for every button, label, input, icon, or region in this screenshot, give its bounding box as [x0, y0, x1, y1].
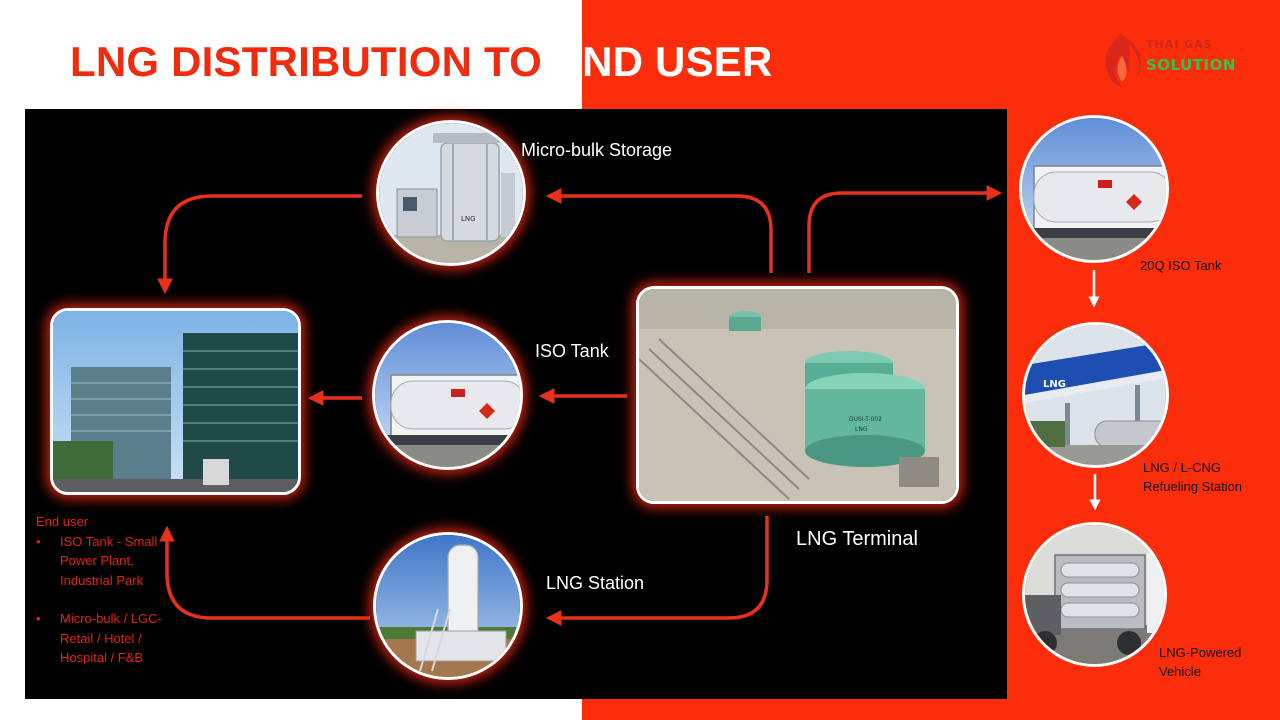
- lng-terminal-label: LNG Terminal: [796, 528, 918, 550]
- iso-20q-photo: [1019, 115, 1169, 263]
- end-user-item-iso-tank: ISO Tank - Small Power Plant, Industrial…: [36, 532, 186, 591]
- svg-text:DUSI-T-002: DUSI-T-002: [849, 416, 882, 423]
- svg-text:LNG: LNG: [461, 215, 476, 223]
- page-title: LNG DISTRIBUTION TO END USER: [70, 38, 773, 86]
- end-user-list: ISO Tank - Small Power Plant, Industrial…: [36, 532, 186, 668]
- arrow-terminal-to-microbulk: [545, 188, 773, 273]
- flame-logo-icon: [1105, 34, 1141, 86]
- svg-text:LNG: LNG: [855, 426, 868, 433]
- lng-vehicle-photo: [1022, 522, 1167, 667]
- office-building-photo: [50, 308, 301, 495]
- arrow-lngstation-to-enduser: [159, 525, 370, 620]
- svg-text:LNG: LNG: [1043, 379, 1066, 390]
- iso-tank-label: ISO Tank: [535, 341, 609, 361]
- title-part-1: LNG DISTRIBUTION TO: [70, 38, 554, 85]
- end-user-heading: End user: [36, 514, 89, 529]
- arrow-terminal-to-lngstation: [545, 516, 769, 626]
- iso-tank-photo: [372, 320, 523, 470]
- microbulk-storage-photo: LNG: [376, 120, 526, 266]
- microbulk-storage-label: Micro-bulk Storage: [521, 140, 673, 160]
- title-part-2: END USER: [553, 38, 773, 85]
- end-user-item-micro-bulk: Micro-bulk / LGC- Retail / Hotel / Hospi…: [36, 609, 186, 668]
- refueling-station-photo: LNG: [1022, 322, 1169, 468]
- arrow-microbulk-to-enduser: [157, 194, 362, 295]
- logo-solution-text: SOLUTION: [1146, 56, 1236, 74]
- lng-terminal-photo: DUSI-T-002 LNG: [636, 286, 959, 504]
- lng-station-photo: [373, 532, 523, 680]
- logo-top-text: THAI GAS: [1146, 38, 1213, 51]
- end-user-notes: End user ISO Tank - Small Power Plant, I…: [36, 512, 186, 668]
- lng-vehicle-label: LNG-Powered Vehicle: [1159, 645, 1242, 679]
- refueling-station-label: LNG / L-CNG Refueling Station: [1143, 460, 1243, 494]
- arrow-terminal-to-20q: [807, 185, 1003, 273]
- company-logo: THAI GAS SOLUTION: [1098, 30, 1248, 88]
- iso-20q-label: 20Q ISO Tank: [1140, 258, 1222, 273]
- lng-station-label: LNG Station: [546, 573, 645, 593]
